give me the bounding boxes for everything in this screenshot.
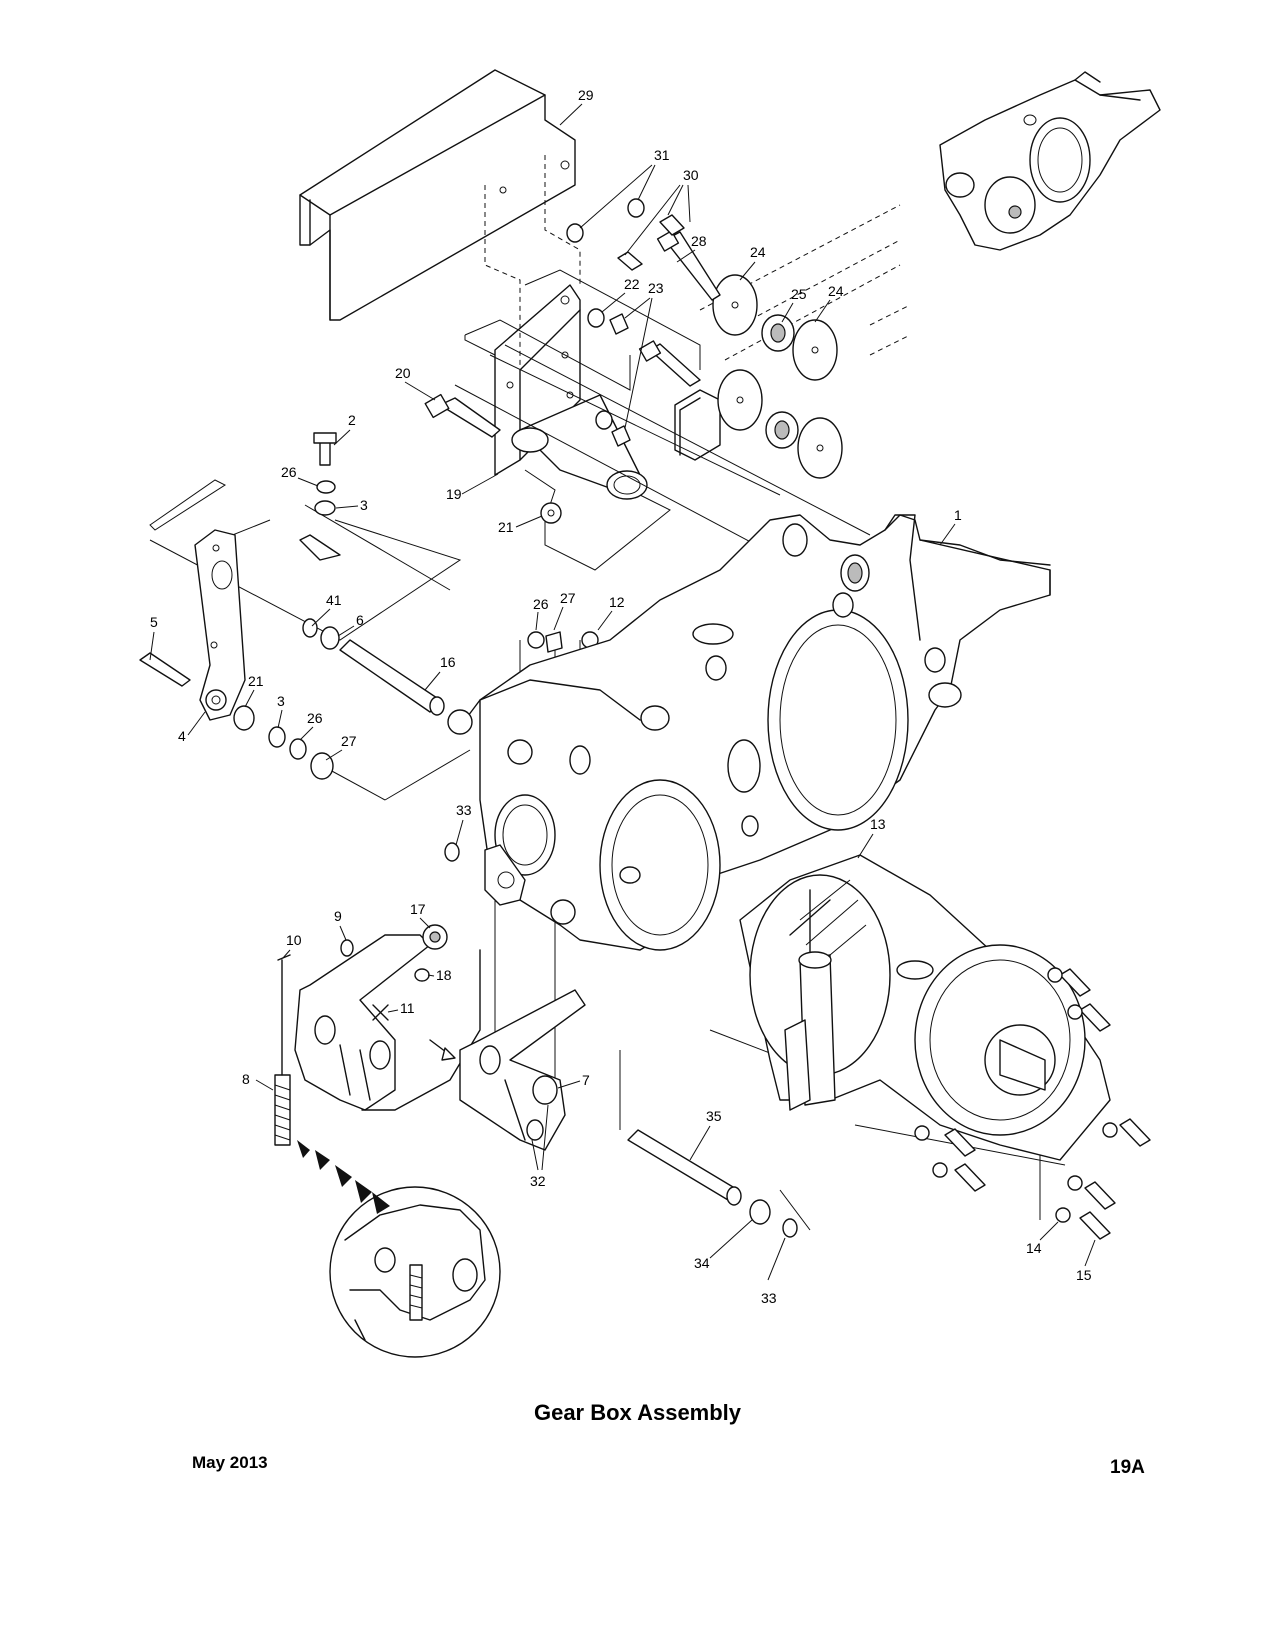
frame-rail — [454, 204, 911, 601]
callout-8: 8 — [242, 1071, 250, 1087]
pin-and-washers — [444, 842, 798, 1238]
linkage-left — [274, 924, 448, 1146]
callout-1: 1 — [954, 507, 962, 523]
callout-7: 7 — [582, 1072, 590, 1088]
callout-34: 34 — [694, 1255, 710, 1271]
callout-26-top: 26 — [281, 464, 297, 480]
callout-33-left: 33 — [456, 802, 472, 818]
flange-bolts — [914, 967, 1151, 1240]
publication-date: May 2013 — [192, 1453, 268, 1472]
detail-inset — [329, 1186, 501, 1358]
callout-32: 32 — [530, 1173, 546, 1189]
callout-20: 20 — [395, 365, 411, 381]
linkage-right — [459, 989, 586, 1151]
callout-21-left: 21 — [248, 673, 264, 689]
callout-29: 29 — [578, 87, 594, 103]
callout-33-bottom: 33 — [761, 1290, 777, 1306]
callout-10: 10 — [286, 932, 302, 948]
callout-24-right: 24 — [828, 283, 844, 299]
assembly-bracket-arrow — [361, 949, 481, 1111]
callout-9: 9 — [334, 908, 342, 924]
callout-23: 23 — [648, 280, 664, 296]
callout-14: 14 — [1026, 1240, 1042, 1256]
shaft-and-washers — [233, 618, 599, 780]
gear-case — [739, 854, 1111, 1161]
callout-4: 4 — [178, 728, 186, 744]
callout-18: 18 — [436, 967, 452, 983]
callout-24-upper: 24 — [750, 244, 766, 260]
gear-box-housing — [447, 514, 1051, 951]
callout-27-left: 27 — [341, 733, 357, 749]
callout-12: 12 — [609, 594, 625, 610]
callouts: 29 31 30 28 24 24 25 22 23 20 2 26 3 19 … — [149, 87, 1096, 1306]
lever-arm — [194, 529, 341, 721]
upper-washers — [712, 274, 843, 479]
callout-30: 30 — [683, 167, 699, 183]
callout-3-left: 3 — [277, 693, 285, 709]
callout-16: 16 — [440, 654, 456, 670]
diagram-title: Gear Box Assembly — [533, 1400, 742, 1425]
callout-26-left: 26 — [307, 710, 323, 726]
callout-28: 28 — [691, 233, 707, 249]
callout-11: 11 — [400, 1000, 415, 1016]
callout-13: 13 — [870, 816, 886, 832]
callout-41: 41 — [326, 592, 342, 608]
channel-bracket — [299, 69, 576, 321]
small-hardware-upper — [314, 198, 645, 524]
callout-27-mid: 27 — [560, 590, 576, 606]
callout-31: 31 — [654, 147, 670, 163]
callout-15: 15 — [1076, 1267, 1092, 1283]
callout-22: 22 — [624, 276, 640, 292]
bolts — [139, 214, 721, 687]
detail-pointer-wedge — [297, 1140, 390, 1214]
callout-5: 5 — [150, 614, 158, 630]
callout-2: 2 — [348, 412, 356, 428]
page-number: 19A — [1110, 1457, 1145, 1478]
callout-26-mid: 26 — [533, 596, 549, 612]
callout-35: 35 — [706, 1108, 722, 1124]
callout-17: 17 — [410, 901, 426, 917]
callout-25: 25 — [791, 286, 807, 302]
callout-6: 6 — [356, 612, 364, 628]
locator-thumbnail — [939, 71, 1161, 251]
callout-3-top: 3 — [360, 497, 368, 513]
callout-19: 19 — [446, 486, 462, 502]
callout-21-top: 21 — [498, 519, 514, 535]
